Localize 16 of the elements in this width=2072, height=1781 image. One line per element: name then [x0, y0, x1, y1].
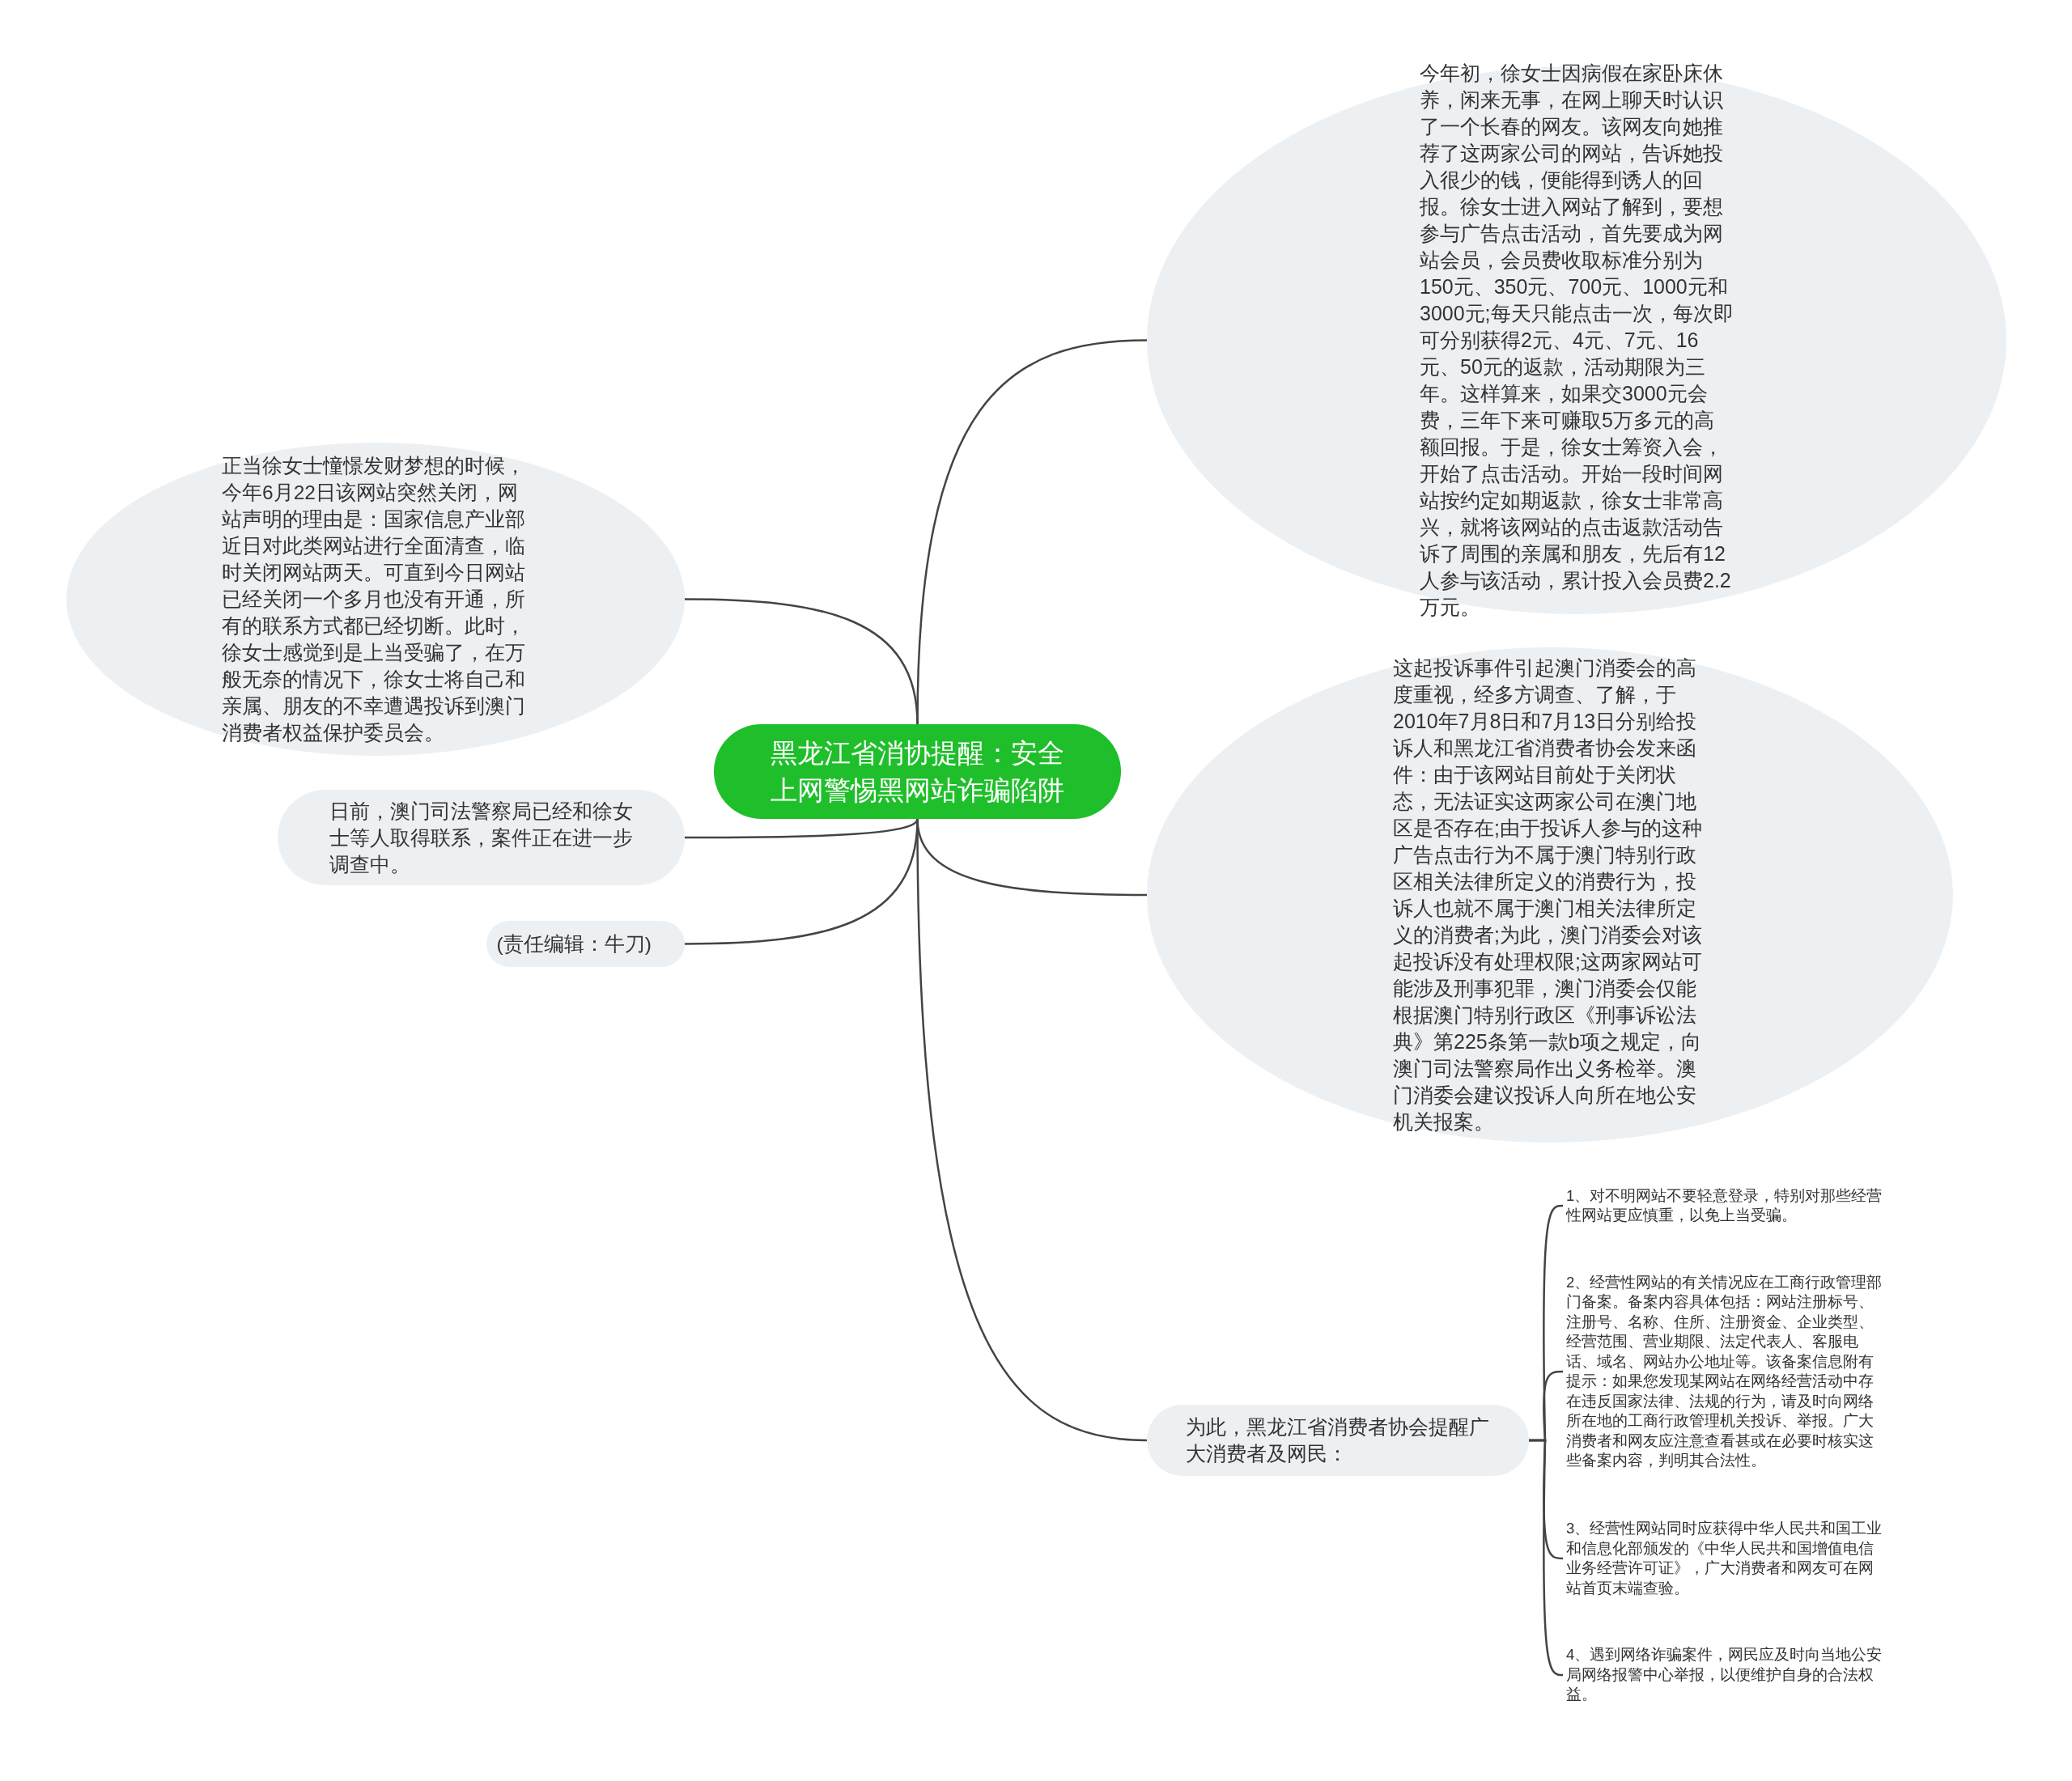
list-item-text: 1、对不明网站不要轻意登录，特别对那些经营性网站更应慎重，以免上当受骗。 [1566, 1185, 1883, 1225]
note-text: 为此，黑龙江省消费者协会提醒广大消费者及网民： [1186, 1415, 1490, 1466]
note-text: 日前，澳门司法警察局已经和徐女士等人取得联系，案件正在进一步调查中。 [329, 799, 634, 877]
list-item-text: 2、经营性网站的有关情况应在工商行政管理部门备案。备案内容具体包括：网站注册标号、注册号、名称、住所、注册资金、企业类型、经营范围、营业期限、法定代表人、客服电话、域名、网站办公地址等。该备案信息附有提示：如果您发现某网站在网络经营活动中存在违反国家法律、法规的行为，请及时向网络所在地的工商行政管理机关投诉、举报。广大消费者和网友应注意查看甚或在必要时核实这些备案内容，判明其合法性。 [1566, 1272, 1883, 1470]
note-text: (责任编辑：牛刀) [496, 932, 652, 956]
note-text: 今年初，徐女士因病假在家卧床休养，闲来无事，在网上聊天时认识了一个长春的网友。该网友向她推荐了这两家公司的网站，告诉她投入很少的钱，便能得到诱人的回报。徐女士进入网站了解到，要想参与广告点击活动，首先要成为网站会员，会员费收取标准分别为150元、350元、700元、1000元和3000元;每天只能点击一次，每次即可分别获得2元、4元、7元、16元、50元的返款，活动期限为三年。这样算来，如果交3000元会费，三年下来可赚取5万多元的高额回报。于是，徐女士筹资入会，开始了点击活动。开始一段时间网站按约定如期返款，徐女士非常高兴，就将该网站的点击返款活动告诉了周围的亲属和朋友，先后有12人参与该活动，累计投入会员费2.2万元。 [1420, 61, 1734, 620]
topic-title: 黑龙江省消协提醒：安全上网警惕黑网站诈骗陷阱 [770, 737, 1065, 807]
list-item-text: 3、经营性网站同时应获得中华人民共和国工业和信息化部颁发的《中华人民共和国增值电信业务经营许可证》，广大消费者和网友可在网站首页末端查验。 [1566, 1519, 1883, 1598]
connector-line [1529, 1439, 1564, 1677]
connector-line [685, 818, 919, 839]
connector-line [685, 598, 919, 725]
note-text: 这起投诉事件引起澳门消委会的高度重视，经多方调查、了解，于2010年7月8日和7月13日分别给投诉人和黑龙江省消费者协会发来函件：由于该网站目前处于关闭状态，无法证实这两家公司在澳门地区是否存在;由于投诉人参与的这种广告点击行为不属于澳门特别行政区相关法律所定义的消费行为，投诉人也就不属于澳门相关法律所定义的消费者;为此，澳门消委会对该起投诉没有处理权限;这两家网站可能涉及刑事犯罪，澳门消委会仅能根据澳门特别行政区《刑事诉讼法典》第225条第一款b项之规定，向澳门司法警察局作出义务检举。澳门消委会建议投诉人向所在地公安机关报案。 [1393, 655, 1703, 1134]
note-text: 正当徐女士憧憬发财梦想的时候，今年6月22日该网站突然关闭，网站声明的理由是：国家信息产业部近日对此类网站进行全面清查，临时关闭网站两天。可直到今日网站已经关闭一个多月也没有开通，所有的联系方式都已经切断。此时，徐女士感觉到是上当受骗了，在万般无奈的情况下，徐女士将自己和亲属、朋友的不幸遭遇投诉到澳门消费者权益保护委员会。 [222, 454, 526, 745]
connector-line [916, 819, 1148, 1442]
note-bubble [486, 921, 685, 967]
list-item-text: 4、遇到网络诈骗案件，网民应及时向当地公安局网络报警中心举报，以便维护自身的合法权益。 [1566, 1645, 1883, 1705]
